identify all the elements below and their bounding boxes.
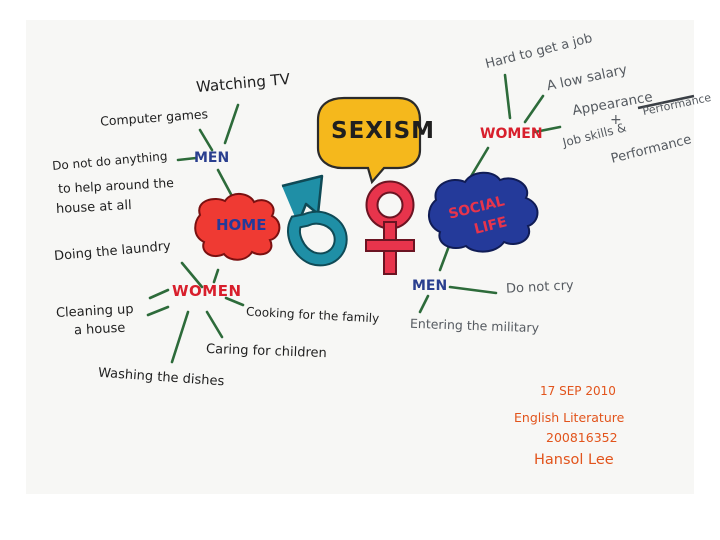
sexism-title: SEXISM	[331, 118, 436, 144]
home-men-label: MEN	[194, 150, 230, 166]
social-life-bubble	[428, 171, 539, 253]
footer-student-id: 200816352	[546, 430, 618, 445]
home-bubble	[194, 193, 281, 261]
speech-bubble	[316, 96, 422, 185]
item-plus: +	[610, 112, 622, 128]
connector-cleaning-2	[146, 305, 170, 317]
social-women-label: WOMEN	[480, 126, 543, 142]
social-men-label: MEN	[412, 278, 448, 294]
connector-do-not-cry	[448, 285, 498, 295]
connector-caring	[205, 310, 224, 339]
connector-computer-games	[198, 128, 214, 152]
footer-name: Hansol Lee	[534, 452, 614, 468]
home-women-label: WOMEN	[172, 282, 242, 300]
connector-washing	[170, 310, 190, 364]
connector-do-not	[176, 156, 198, 162]
connector-women-social	[468, 146, 490, 180]
connector-watching-tv	[223, 103, 240, 145]
connector-laundry	[180, 261, 204, 289]
home-label: HOME	[216, 216, 267, 234]
connector-hard-job	[503, 73, 512, 120]
connector-men-home	[216, 168, 235, 200]
connector-cooking	[224, 296, 245, 307]
item-cleaning-line2: a house	[73, 320, 126, 339]
connector-low-salary	[523, 94, 545, 124]
footer-date: 17 SEP 2010	[540, 384, 616, 398]
connector-women-home	[212, 268, 220, 284]
connector-military	[418, 294, 430, 314]
connector-cleaning	[148, 288, 170, 300]
female-symbol-icon	[365, 180, 415, 275]
footer-course: English Literature	[514, 410, 625, 425]
strike-performance	[637, 94, 695, 110]
connector-appearance	[533, 125, 562, 134]
male-symbol-icon	[281, 174, 348, 267]
